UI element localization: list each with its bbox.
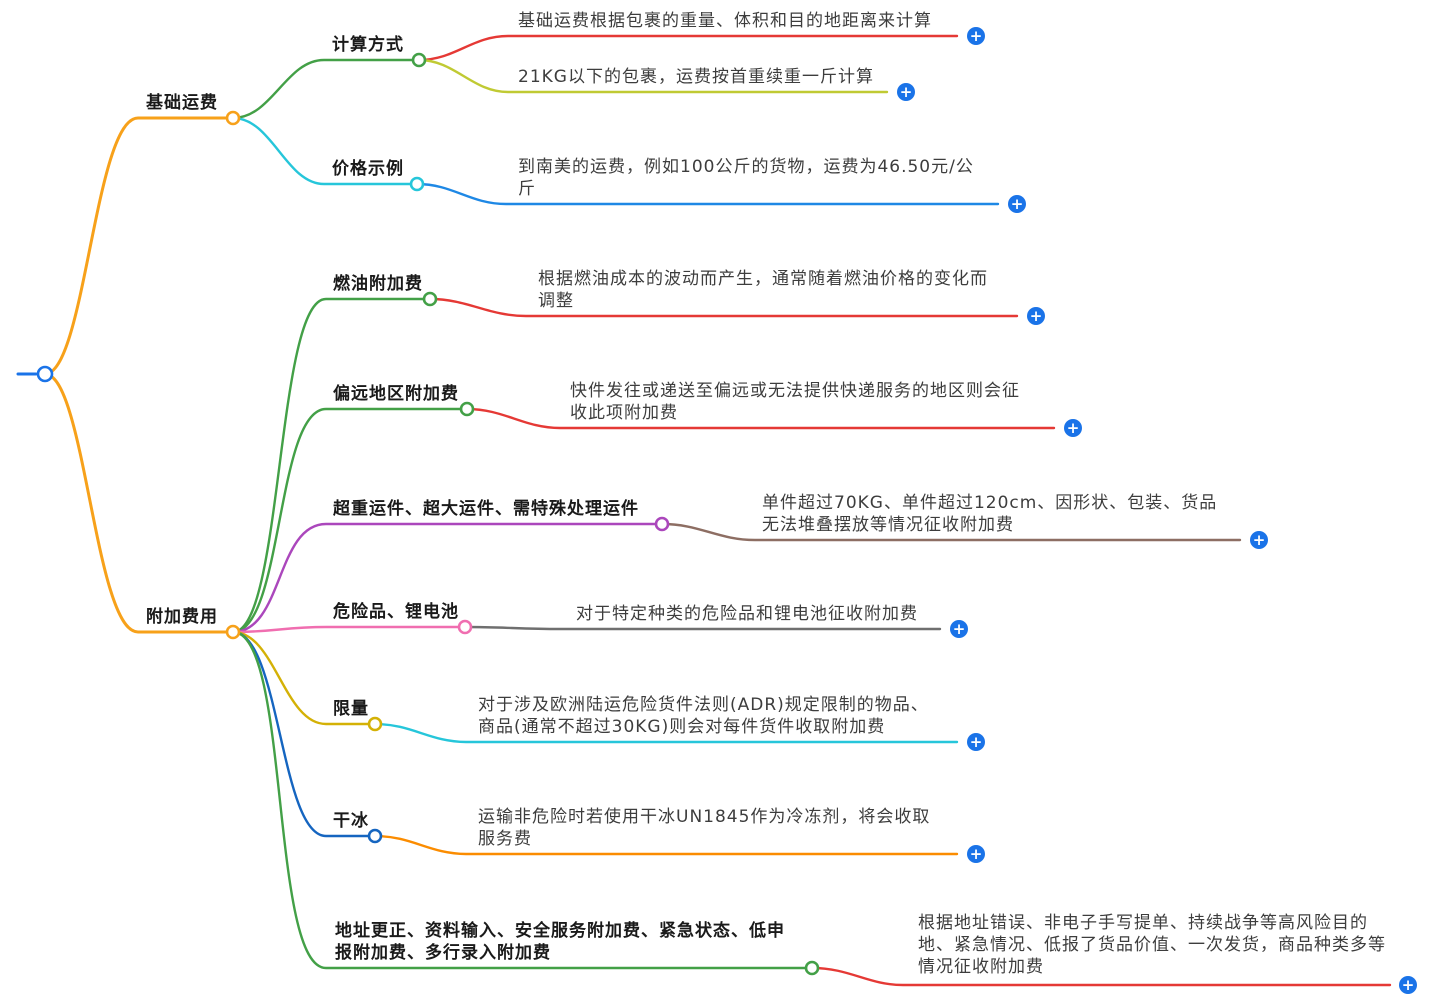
leaf-text-calc-1: 基础运费根据包裹的重量、体积和目的地距离来计算 [518, 11, 932, 31]
node-label-remote[interactable]: 偏远地区附加费 [333, 384, 459, 404]
node-label-dryice[interactable]: 干冰 [333, 811, 369, 831]
branch-dryice-line [231, 630, 370, 838]
node-circle-surcharge[interactable] [225, 624, 241, 640]
branch-remote-line [231, 407, 462, 634]
leaf-price-1-line [415, 182, 1000, 206]
plus-icon: + [1066, 418, 1080, 437]
expand-button-oversize-1[interactable]: + [1250, 531, 1268, 549]
leaf-dryice-1-line [373, 834, 959, 856]
plus-icon: + [1252, 530, 1266, 549]
node-circle-remote[interactable] [459, 401, 475, 417]
leaf-oversize-1-line [660, 522, 1242, 542]
node-circle-danger[interactable] [457, 619, 473, 635]
leaf-text-fuel-1: 根据燃油成本的波动而产生，通常随着燃油价格的变化而调整 [538, 269, 988, 311]
branch-fuel-line [231, 297, 425, 634]
branch-surcharge-line [43, 372, 228, 634]
branch-calc-line [231, 58, 414, 120]
branch-basic-line [43, 116, 228, 376]
node-circle-limit[interactable] [367, 716, 383, 732]
plus-icon: + [1010, 194, 1024, 213]
node-circle-price[interactable] [409, 176, 425, 192]
leaf-limit-1-line [373, 722, 959, 744]
node-label-limit[interactable]: 限量 [333, 699, 369, 719]
node-label-fuel[interactable]: 燃油附加费 [333, 274, 423, 294]
expand-button-calc-1[interactable]: + [967, 27, 985, 45]
root-node-circle[interactable] [36, 365, 54, 383]
leaf-text-misc-1: 根据地址错误、非电子手写提单、持续战争等高风险目的地、紧急情况、低报了货品价值、… [918, 913, 1386, 977]
branch-limit-line [231, 630, 370, 726]
node-circle-misc[interactable] [804, 960, 820, 976]
node-label-danger[interactable]: 危险品、锂电池 [333, 602, 459, 622]
expand-button-remote-1[interactable]: + [1064, 419, 1082, 437]
branch-misc-line [231, 630, 807, 970]
node-circle-fuel[interactable] [422, 291, 438, 307]
plus-icon: + [1029, 306, 1043, 325]
node-label-price[interactable]: 价格示例 [332, 159, 404, 179]
leaf-danger-1-line [463, 625, 942, 631]
node-label-surcharge[interactable]: 附加费用 [146, 607, 218, 627]
node-circle-oversize[interactable] [654, 516, 670, 532]
plus-icon: + [969, 732, 983, 751]
leaf-text-remote-1: 快件发往或递送至偏远或无法提供快递服务的地区则会征收此项附加费 [570, 381, 1020, 423]
node-circle-basic[interactable] [225, 110, 241, 126]
node-label-misc[interactable]: 地址更正、资料输入、安全服务附加费、紧急状态、低申报附加费、多行录入附加费 [335, 921, 785, 963]
expand-button-limit-1[interactable]: + [967, 733, 985, 751]
plus-icon: + [969, 844, 983, 863]
branch-danger-line [231, 625, 460, 634]
branch-price-line [231, 116, 412, 186]
leaf-calc-1-line [417, 34, 959, 62]
leaf-fuel-1-line [428, 297, 1019, 318]
leaf-misc-1-line [810, 966, 1392, 987]
branch-oversize-line [231, 522, 657, 634]
expand-button-misc-1[interactable]: + [1399, 976, 1417, 994]
node-label-basic[interactable]: 基础运费 [146, 93, 218, 113]
expand-button-fuel-1[interactable]: + [1027, 307, 1045, 325]
leaf-text-dryice-1: 运输非危险时若使用干冰UN1845作为冷冻剂，将会收取服务费 [478, 807, 931, 849]
node-label-oversize[interactable]: 超重运件、超大运件、需特殊处理运件 [333, 499, 639, 519]
leaf-text-price-1: 到南美的运费，例如100公斤的货物，运费为46.50元/公斤 [518, 157, 974, 199]
expand-button-dryice-1[interactable]: + [967, 845, 985, 863]
leaf-text-calc-2: 21KG以下的包裹，运费按首重续重一斤计算 [518, 67, 874, 87]
node-label-calc[interactable]: 计算方式 [332, 35, 404, 55]
leaf-text-danger-1: 对于特定种类的危险品和锂电池征收附加费 [576, 604, 918, 624]
expand-button-price-1[interactable]: + [1008, 195, 1026, 213]
leaf-remote-1-line [465, 407, 1056, 430]
leaf-text-oversize-1: 单件超过70KG、单件超过120cm、因形状、包装、货品无法堆叠摆放等情况征收附… [762, 493, 1218, 535]
node-circle-dryice[interactable] [367, 828, 383, 844]
leaf-text-limit-1: 对于涉及欧洲陆运危险货件法则(ADR)规定限制的物品、商品(通常不超过30KG)… [478, 695, 929, 737]
expand-button-calc-2[interactable]: + [897, 83, 915, 101]
expand-button-danger-1[interactable]: + [950, 620, 968, 638]
node-circle-calc[interactable] [411, 52, 427, 68]
plus-icon: + [1401, 975, 1415, 994]
plus-icon: + [899, 82, 913, 101]
leaf-calc-2-line [417, 58, 889, 94]
plus-icon: + [952, 619, 966, 638]
plus-icon: + [969, 26, 983, 45]
